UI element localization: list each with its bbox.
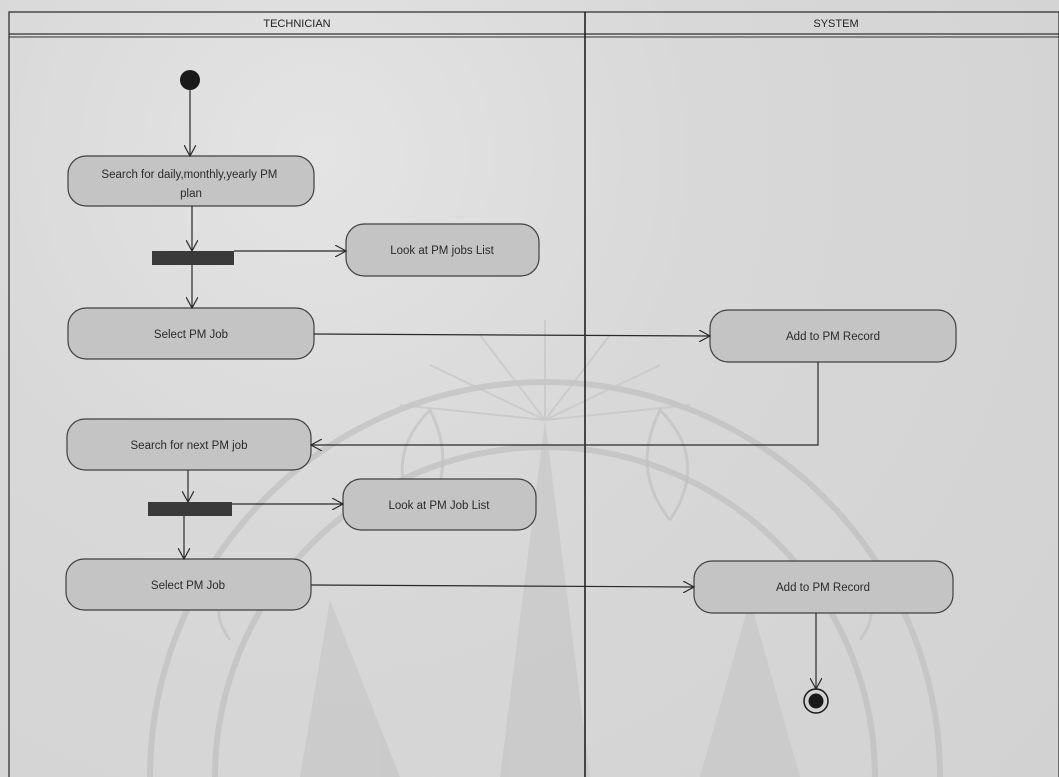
activity-select-pm-job-2-label: Select PM Job [151,580,225,592]
activity-select-pm-job-1: Select PM Job [68,308,314,359]
activity-search-next-pm-job: Search for next PM job [67,419,311,470]
fork-bar-1 [152,251,234,265]
final-node [804,689,828,713]
activity-select-pm-job-1-label: Select PM Job [154,329,228,341]
activity-add-pm-record-2-label: Add to PM Record [776,582,870,594]
activity-look-pm-jobs-list: Look at PM jobs List [346,224,539,276]
lane-title-technician: TECHNICIAN [263,18,330,30]
flow-add-record-1-to-search-next [311,362,818,445]
activity-look-pm-job-list-label: Look at PM Job List [389,500,491,512]
activity-add-pm-record-1: Add to PM Record [710,310,956,362]
swimlane-frame [9,12,1059,777]
activity-search-pm-plan: Search for daily,monthly,yearly PM plan [68,156,314,206]
activity-add-pm-record-2: Add to PM Record [694,561,953,613]
activity-select-pm-job-2: Select PM Job [66,559,311,610]
activity-search-next-pm-job-label: Search for next PM job [131,440,248,452]
activity-add-pm-record-1-label: Add to PM Record [786,331,880,343]
initial-node [180,70,200,90]
activity-look-pm-jobs-list-label: Look at PM jobs List [390,245,494,257]
fork-bar-2 [148,502,232,516]
activity-search-pm-plan-line-2: plan [180,188,202,200]
flow-select-2-to-add-record-2 [311,585,694,587]
activity-look-pm-job-list: Look at PM Job List [343,479,536,530]
lane-title-system: SYSTEM [813,18,858,30]
flow-select-1-to-add-record-1 [314,334,710,336]
activity-search-pm-plan-line-1: Search for daily,monthly,yearly PM [101,169,277,181]
